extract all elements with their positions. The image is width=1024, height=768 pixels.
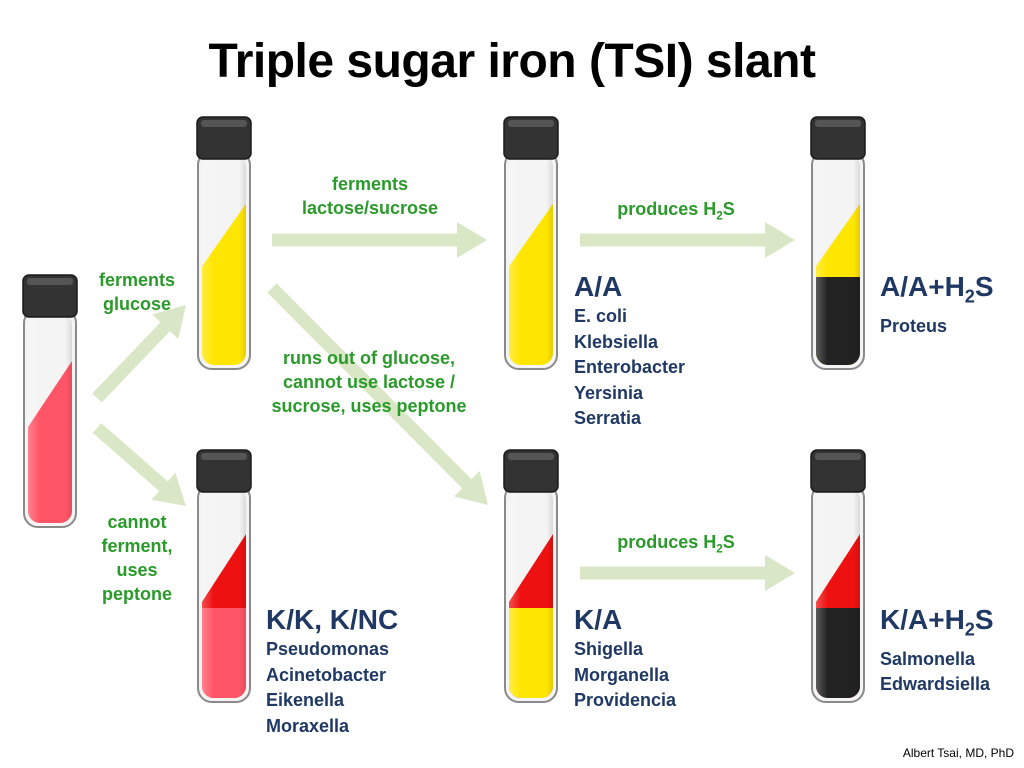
tube-medium (202, 488, 246, 698)
arrow-shaft (272, 233, 457, 247)
cap-highlight (508, 453, 554, 460)
tube-glucose (196, 116, 252, 370)
organism: Serratia (574, 408, 642, 428)
organism: Eikenella (266, 690, 345, 710)
glass-shine (816, 488, 860, 698)
cap-highlight (815, 120, 861, 127)
organism: Enterobacter (574, 357, 686, 377)
tube-cap (503, 449, 559, 493)
page-title: Triple sugar iron (TSI) slant (208, 35, 816, 88)
result-ka-h2s: K/A+H2S Salmonella Edwardsiella (880, 603, 994, 698)
tube-aah2s (810, 116, 866, 370)
glass-shine (202, 155, 246, 365)
arrow-shaft (580, 566, 765, 580)
arrow-to-glucose (92, 304, 187, 403)
tube-kah2s (810, 449, 866, 703)
glass-shine (816, 155, 860, 365)
arrow-head (765, 222, 795, 258)
tube-cap (810, 116, 866, 160)
label-cannot-ferment: cannot ferment, uses peptone (101, 512, 173, 604)
organism: E. coli (574, 306, 628, 326)
tube-aa (503, 116, 559, 370)
arrow-head (454, 471, 488, 505)
tube-cap (196, 449, 252, 493)
arrow-to-aa (272, 222, 487, 258)
tube-medium (509, 488, 553, 698)
result-code: A/A+H2S (880, 271, 994, 307)
tube-cap (196, 116, 252, 160)
arrow-to-kk (92, 423, 186, 507)
arrow-shaft (267, 283, 472, 489)
organism: Pseudomonas (266, 639, 390, 659)
tube-cap (503, 116, 559, 160)
tube-medium (816, 488, 860, 698)
cap-highlight (508, 120, 554, 127)
cap-highlight (815, 453, 861, 460)
tubes-layer (22, 116, 866, 703)
tube-medium (202, 155, 246, 365)
result-code: K/A (574, 604, 623, 635)
organism: Klebsiella (574, 331, 659, 352)
organism: Acinetobacter (266, 664, 387, 685)
organism: Providencia (574, 690, 677, 710)
organism: Morganella (574, 664, 670, 685)
arrow-head (457, 222, 487, 258)
label-runs-out: runs out of glucose, cannot use lactose … (271, 348, 467, 416)
glass-shine (202, 488, 246, 698)
glass-shine (509, 488, 553, 698)
result-aa: A/A E. coli Klebsiella Enterobacter Yers… (574, 270, 685, 432)
label-ferments-lactose: ferments lactose/sucrose (301, 174, 439, 218)
organism: Yersinia (574, 382, 644, 403)
arrow-shaft (92, 322, 170, 403)
arrow-to-aah2s (580, 222, 795, 258)
author-credit: Albert Tsai, MD, PhD (902, 746, 1014, 760)
organism: Moraxella (266, 715, 350, 736)
organism: Shigella (574, 639, 644, 659)
label-produces-h2s-top: produces H2S (617, 199, 735, 223)
arrow-to-kah2s (580, 555, 795, 591)
arrows-layer (92, 222, 795, 591)
result-aa-h2s: A/A+H2S Proteus (880, 270, 994, 339)
tube-kk (196, 449, 252, 703)
tube-start (22, 274, 78, 528)
tube-cap (810, 449, 866, 493)
organism: Salmonella (880, 648, 976, 669)
arrow-head (765, 555, 795, 591)
organism: Edwardsiella (880, 674, 991, 695)
cap-highlight (27, 278, 73, 285)
result-code: A/A (574, 271, 623, 302)
cap-highlight (201, 453, 247, 460)
tube-medium (28, 313, 72, 523)
tube-medium (816, 155, 860, 365)
result-ka: K/A Shigella Morganella Providencia (574, 603, 676, 714)
arrow-to-ka (267, 283, 488, 505)
label-produces-h2s-bottom: produces H2S (617, 532, 735, 556)
tube-ka (503, 449, 559, 703)
arrow-shaft (92, 423, 168, 492)
tube-cap (22, 274, 78, 318)
arrow-head (152, 304, 187, 340)
glass-shine (509, 155, 553, 365)
cap-highlight (201, 120, 247, 127)
glass-shine (28, 313, 72, 523)
result-code: K/A+H2S (880, 604, 994, 640)
result-code: K/K, K/NC (266, 604, 399, 635)
label-ferments-glucose: ferments glucose (98, 270, 176, 314)
arrow-head (151, 472, 186, 507)
organism: Proteus (880, 315, 948, 336)
tube-medium (509, 155, 553, 365)
result-kk: K/K, K/NC Pseudomonas Acinetobacter Eike… (266, 603, 398, 739)
arrow-shaft (580, 233, 765, 247)
